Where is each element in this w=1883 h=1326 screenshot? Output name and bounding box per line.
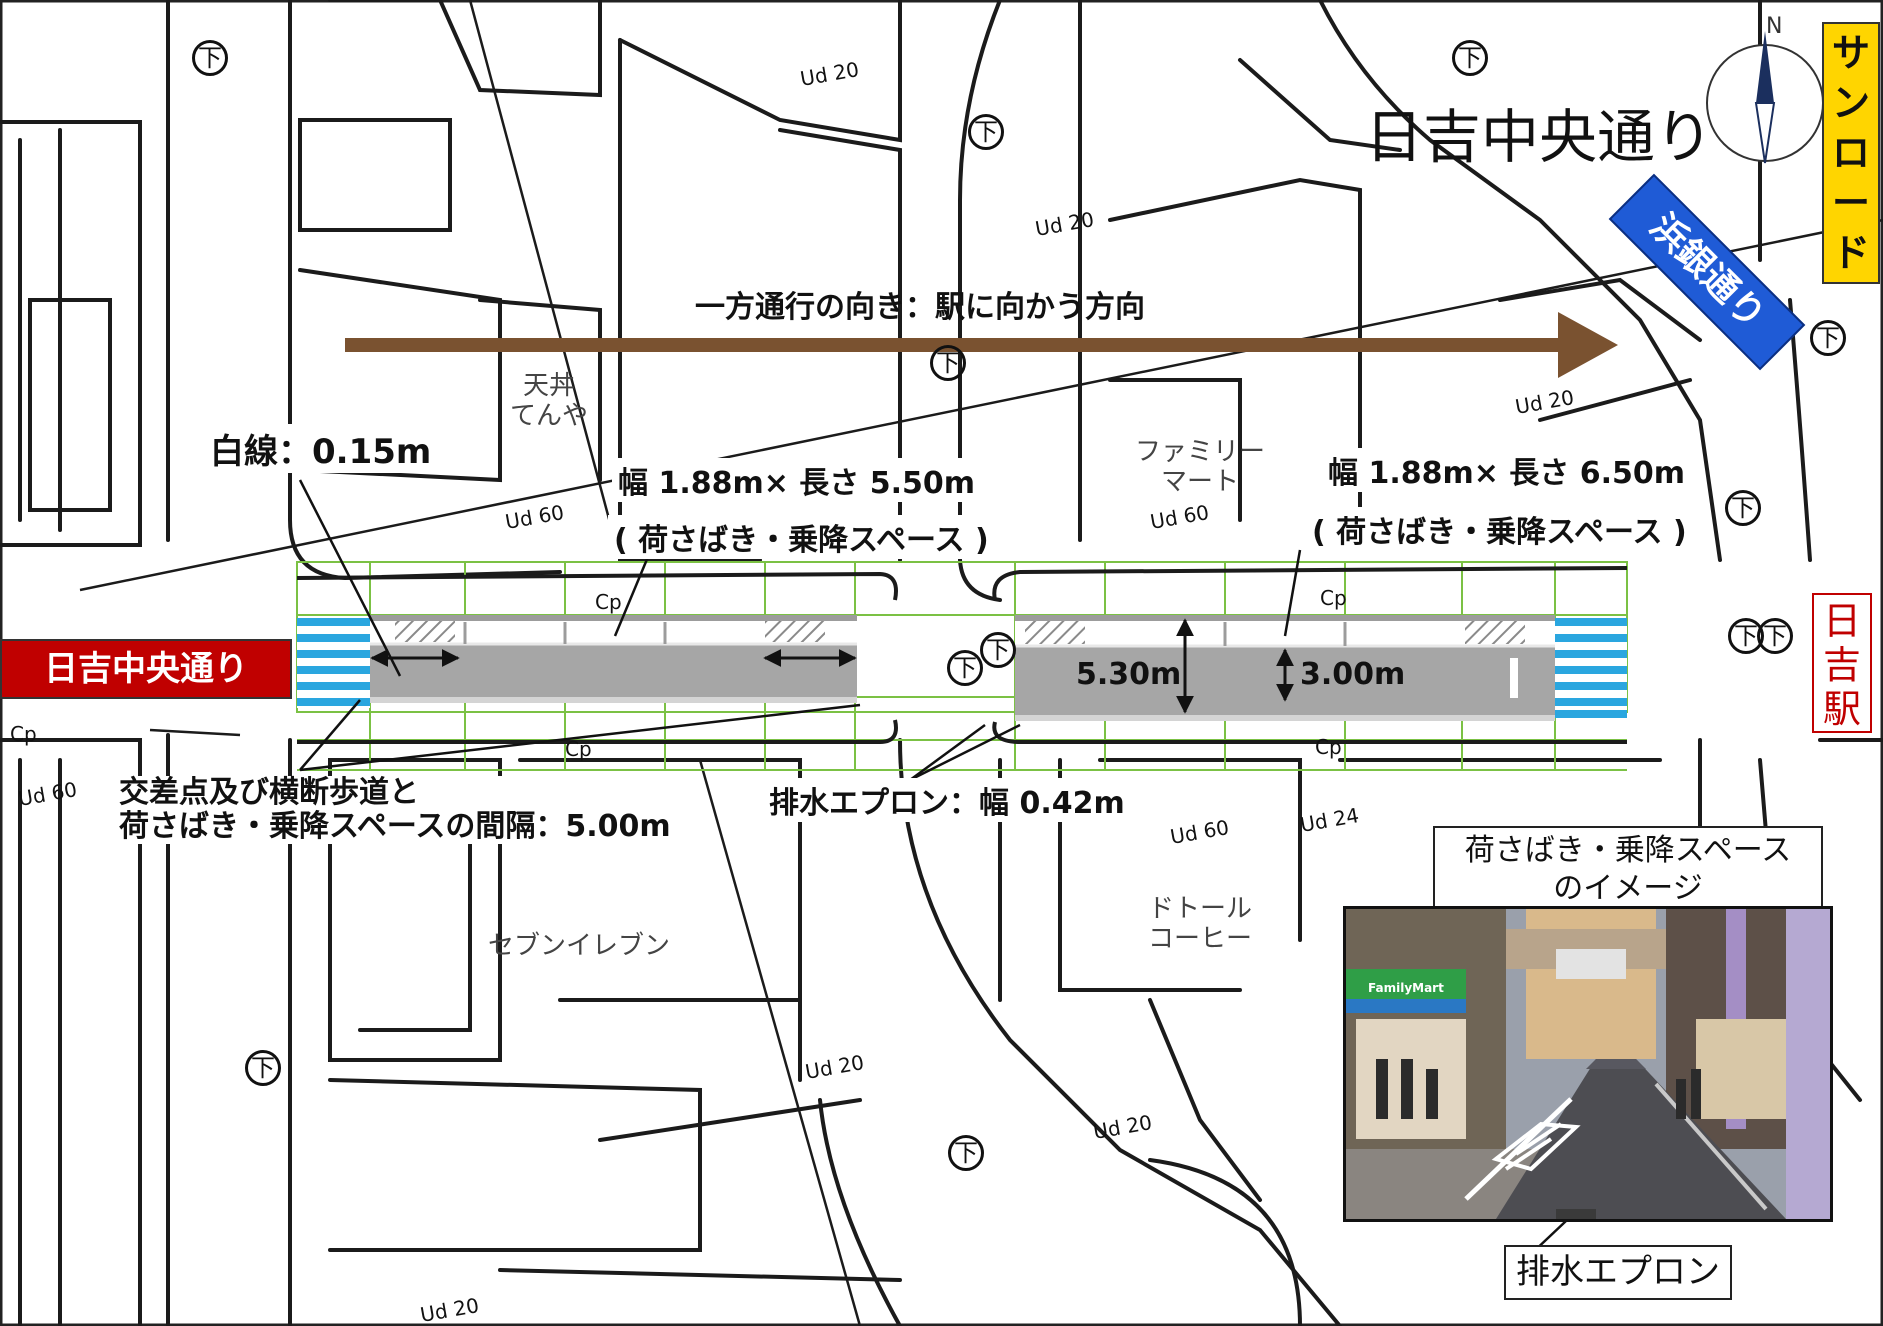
sign-char: 駅: [1822, 687, 1861, 731]
one-way-direction-label: 一方通行の向き：駅に向かう方向: [695, 290, 1145, 325]
building-label: てんや: [510, 400, 589, 431]
manhole-icon: 下: [930, 345, 966, 381]
manhole-icon: 下: [1452, 40, 1488, 76]
curb-label: Cp: [595, 590, 622, 614]
sign-char: ロ: [1831, 131, 1870, 175]
manhole-icon: 下: [192, 40, 228, 76]
dimension-arrows: [370, 618, 1294, 714]
interval-callout: 交差点及び横断歩道と 荷さばき・乗降スペースの間隔：5.00m: [115, 776, 675, 844]
hiyoshi-station-sign: 日 吉 駅: [1812, 593, 1872, 733]
curb-label: Cp: [10, 722, 37, 746]
building-label: コーヒー: [1148, 923, 1253, 954]
building-label: ドトール: [1148, 894, 1253, 924]
white-line-callout: 白線：0.15m: [206, 424, 436, 473]
street-photo: FamilyMart: [1343, 906, 1833, 1222]
sign-char: ー: [1831, 181, 1870, 225]
manhole-icon: 下: [245, 1050, 281, 1086]
space2-name-callout: ( 荷さばき・乗降スペース ): [1306, 507, 1693, 551]
lane-width-label: 3.00m: [1300, 657, 1406, 692]
building-label: 天丼: [523, 371, 576, 401]
manhole-icon: 下: [980, 632, 1016, 668]
building-label: マート: [1161, 466, 1240, 497]
space1-name-callout: ( 荷さばき・乗降スペース ): [608, 515, 995, 559]
curb-label: Cp: [1320, 586, 1347, 610]
manhole-icon: 下: [968, 114, 1004, 150]
curb-label: Cp: [1315, 735, 1342, 759]
interval-line: 荷さばき・乗降スペースの間隔：5.00m: [119, 809, 671, 844]
building-label: ファミリー: [1135, 437, 1266, 467]
photo-caption-line: 荷さばき・乗降スペース: [1464, 833, 1792, 868]
store-sign: FamilyMart: [1368, 981, 1444, 995]
photo-caption: 荷さばき・乗降スペース のイメージ: [1433, 826, 1823, 913]
sign-char: 日: [1822, 599, 1861, 643]
crosswalk-west: [297, 618, 370, 708]
building-familymart: ファミリー マート: [1135, 437, 1266, 498]
manhole-icon: 下: [1725, 490, 1761, 526]
manhole-icon: 下: [948, 1135, 984, 1171]
north-label: N: [1766, 14, 1783, 39]
apron-photo-label: 排水エプロン: [1504, 1245, 1732, 1300]
interval-line: 交差点及び横断歩道と: [119, 775, 419, 810]
crosswalk-east: [1555, 618, 1627, 718]
manhole-icon: 下: [947, 650, 983, 686]
sign-char: サ: [1831, 31, 1870, 75]
apron-callout: 排水エプロン：幅 0.42m: [765, 778, 1129, 822]
building-seven-eleven: セブンイレブン: [488, 931, 671, 961]
space1-size-callout: 幅 1.88m× 長さ 5.50m: [612, 458, 982, 502]
curb-edges: [296, 566, 1628, 744]
road-width-label: 5.30m: [1076, 657, 1182, 692]
curb-label: Cp: [565, 737, 592, 761]
hiyoshi-chuo-street-sign: 日吉中央通り: [0, 639, 292, 699]
compass-rose: [1706, 31, 1824, 164]
sign-char: ン: [1831, 81, 1870, 125]
sign-char: ド: [1831, 231, 1870, 275]
manhole-icon: 下: [1810, 320, 1846, 356]
property-lines: [79, 0, 1883, 1326]
photo-caption-line: のイメージ: [1553, 870, 1703, 906]
building-doutor: ドトール コーヒー: [1148, 894, 1253, 955]
sign-char: 吉: [1822, 643, 1861, 687]
sunroad-sign: サ ン ロ ー ド: [1822, 22, 1880, 284]
building-tenya: 天丼 てんや: [510, 371, 589, 432]
page-title: 日吉中央通り: [1365, 103, 1714, 171]
space2-size-callout: 幅 1.88m× 長さ 6.50m: [1322, 448, 1692, 492]
manhole-icon: 下: [1757, 618, 1793, 654]
street-photo-drawing: [1346, 909, 1830, 1219]
